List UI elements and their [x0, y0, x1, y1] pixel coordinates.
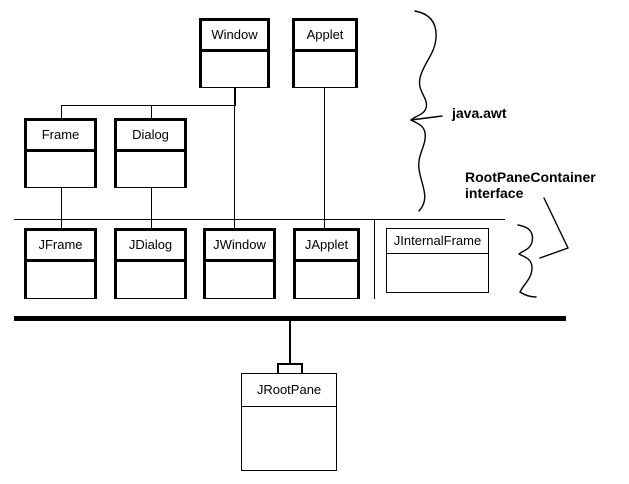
class-name-applet: Applet: [295, 21, 355, 52]
rootpane-containment-bar: [14, 316, 566, 321]
class-box-japplet[interactable]: JApplet: [293, 228, 360, 299]
rootpane-container-leader-line: [539, 197, 569, 259]
class-box-jdialog[interactable]: JDialog: [114, 228, 187, 299]
class-members-window: [202, 52, 267, 87]
connector-frame-to-jframe: [61, 188, 62, 228]
swing-separator-line: [14, 219, 505, 220]
class-name-jinternalframe: JInternalFrame: [387, 229, 488, 254]
class-members-jrootpane: [242, 407, 336, 469]
class-box-dialog[interactable]: Dialog: [114, 118, 187, 188]
jrootpane-connector-notch: [277, 363, 303, 374]
class-name-jdialog: JDialog: [117, 231, 184, 262]
class-members-jinternalframe: [387, 254, 488, 290]
class-name-jframe: JFrame: [27, 231, 94, 262]
class-name-jwindow: JWindow: [206, 231, 273, 262]
connector-window-down: [234, 88, 236, 106]
class-box-frame[interactable]: Frame: [24, 118, 97, 188]
class-box-jrootpane[interactable]: JRootPane: [241, 373, 337, 471]
java-awt-label: java.awt: [452, 105, 507, 121]
swing-group-divider: [374, 219, 375, 299]
class-members-jdialog: [117, 262, 184, 298]
rootpane-container-label: RootPaneContainer interface: [465, 169, 596, 201]
connector-bus-window: [61, 105, 236, 106]
class-name-japplet: JApplet: [296, 231, 357, 262]
connector-dialog-to-jdialog: [151, 188, 152, 228]
class-members-jframe: [27, 262, 94, 298]
connector-bus-to-dialog: [151, 105, 152, 118]
class-members-japplet: [296, 262, 357, 298]
connector-bar-to-jrootpane: [289, 320, 291, 365]
connector-window-to-jwindow: [234, 105, 235, 228]
class-box-window[interactable]: Window: [199, 18, 270, 88]
rootpane-container-label-line2: interface: [465, 185, 524, 202]
class-members-jwindow: [206, 262, 273, 298]
rootpane-container-label-line1: RootPaneContainer: [465, 169, 596, 185]
class-box-jinternalframe[interactable]: JInternalFrame: [386, 228, 489, 293]
class-box-applet[interactable]: Applet: [292, 18, 358, 88]
class-name-window: Window: [202, 21, 267, 52]
class-name-dialog: Dialog: [117, 121, 184, 152]
class-members-frame: [27, 152, 94, 187]
rootpane-container-brace-icon: [517, 224, 537, 298]
class-name-jrootpane: JRootPane: [242, 374, 336, 407]
class-members-dialog: [117, 152, 184, 187]
connector-bus-to-frame: [61, 105, 62, 118]
class-members-applet: [295, 52, 355, 87]
class-box-jwindow[interactable]: JWindow: [203, 228, 276, 299]
class-name-frame: Frame: [27, 121, 94, 152]
connector-applet-to-japplet: [324, 88, 325, 228]
class-box-jframe[interactable]: JFrame: [24, 228, 97, 299]
java-awt-brace-icon: [410, 10, 443, 212]
